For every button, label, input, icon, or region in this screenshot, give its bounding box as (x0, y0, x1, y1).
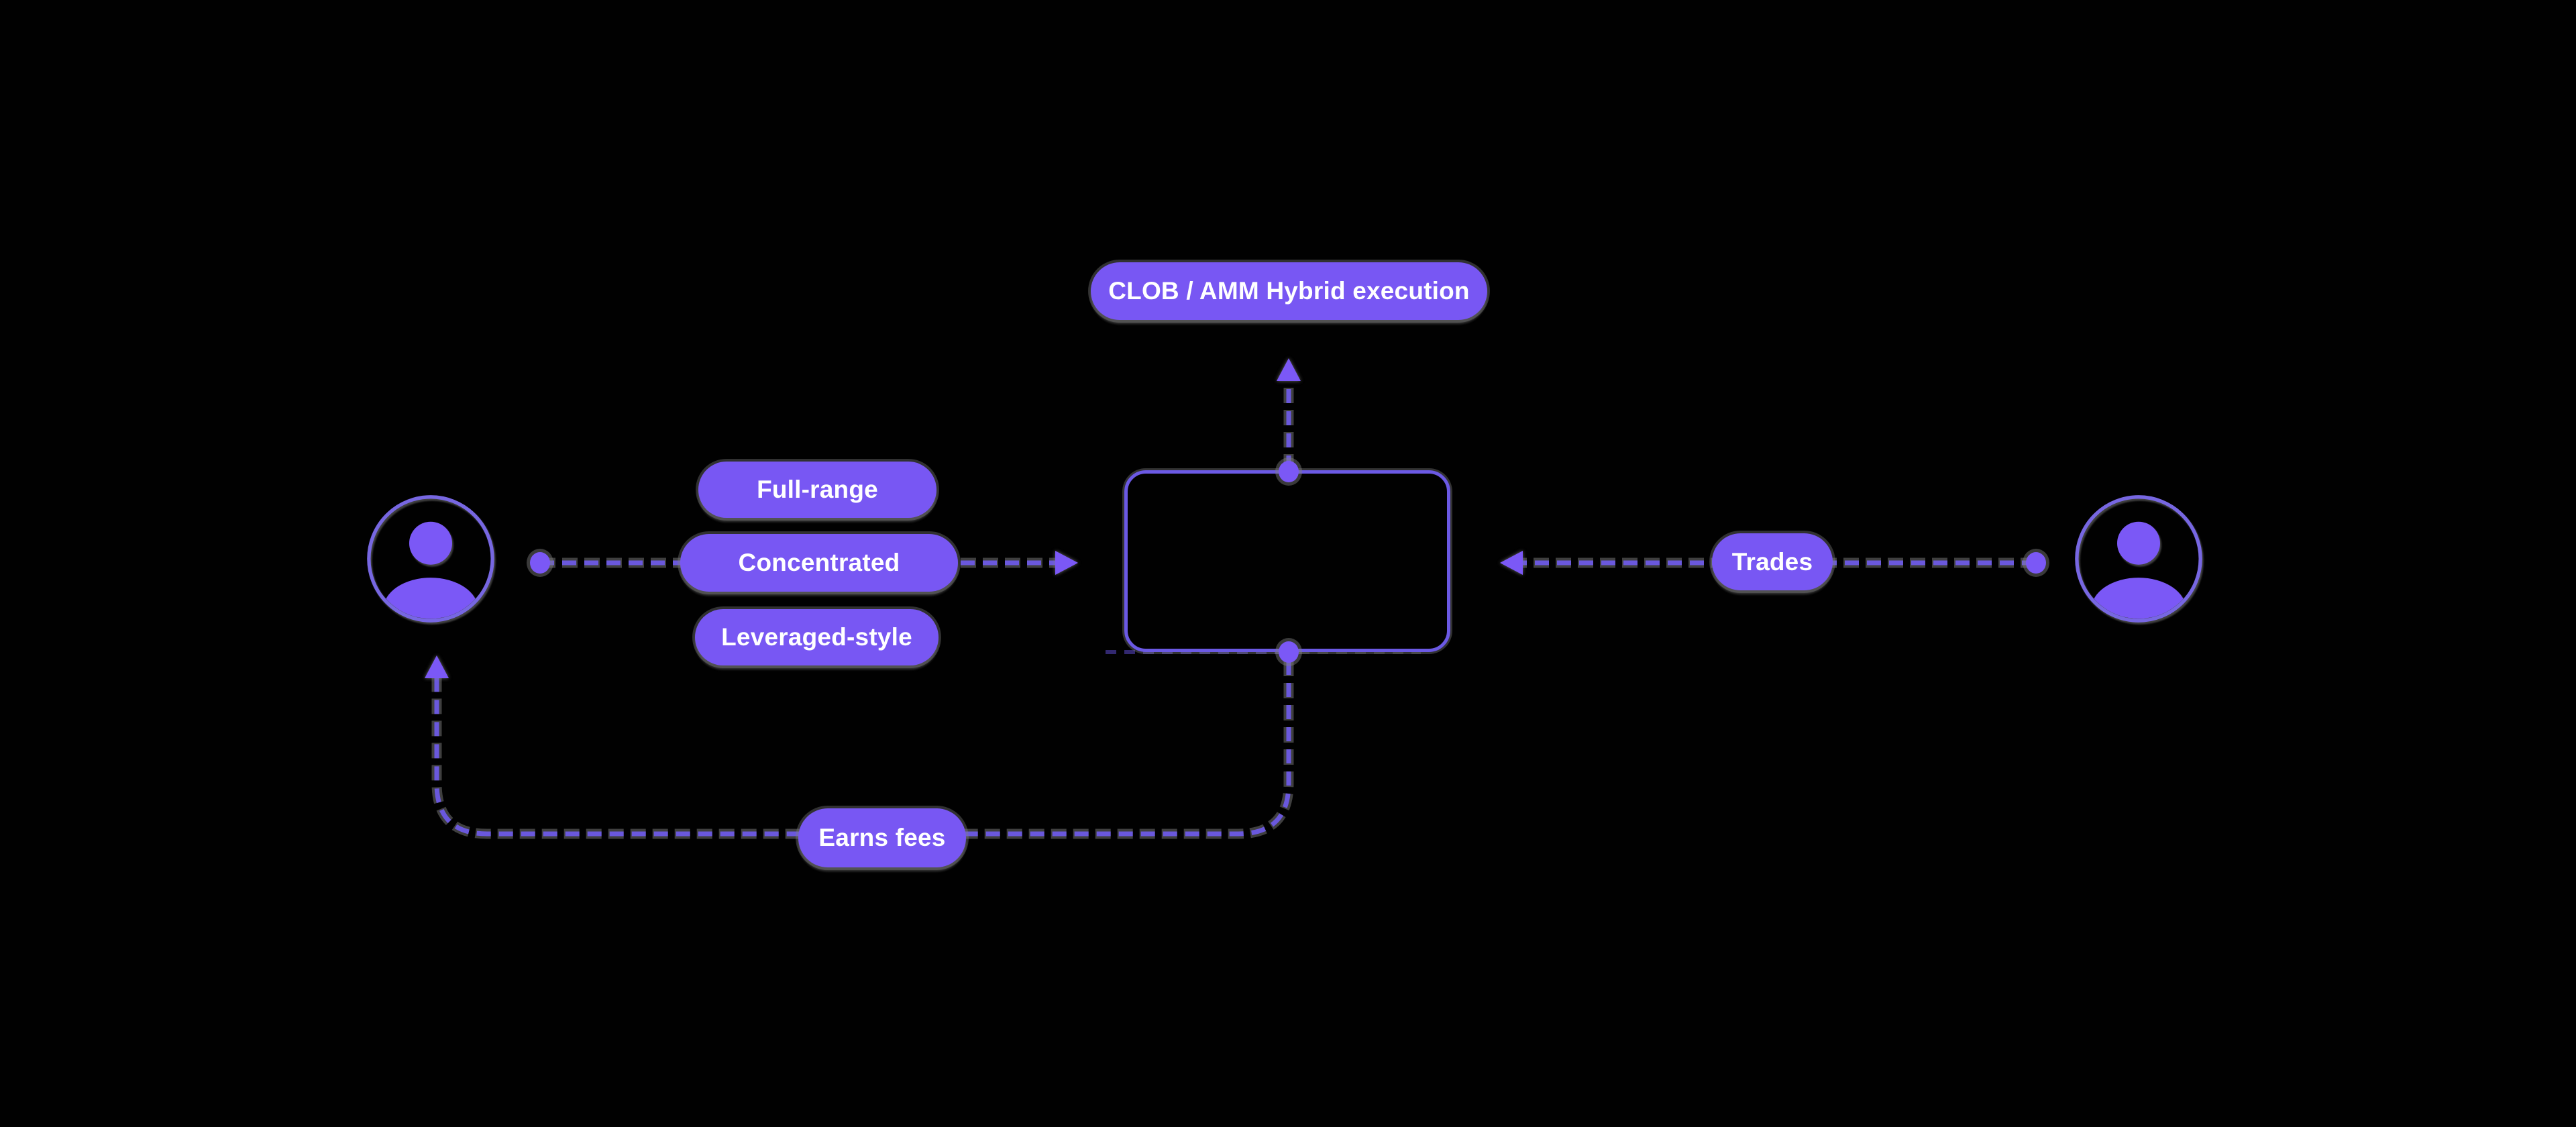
pill-label: Trades (1731, 547, 1813, 576)
pill-trades[interactable]: Trades (1712, 533, 1833, 590)
arrow-left-icon (1500, 551, 1523, 575)
pool-box-node[interactable] (1124, 470, 1450, 652)
pill-label: Concentrated (738, 549, 900, 576)
pill-concentrated[interactable]: Concentrated (680, 534, 958, 592)
pill-label: Full-range (757, 476, 878, 503)
pill-clob-amm-hybrid[interactable]: CLOB / AMM Hybrid execution (1091, 262, 1487, 320)
pool-top-handle[interactable] (1279, 461, 1299, 482)
arrow-right-icon (1055, 551, 1078, 575)
user-icon (367, 495, 494, 623)
arrow-up-icon (1277, 358, 1301, 381)
pool-bottom-handle[interactable] (1279, 641, 1299, 663)
pill-label: Leveraged-style (721, 623, 912, 651)
user-icon (2075, 495, 2202, 623)
pill-label: CLOB / AMM Hybrid execution (1108, 277, 1470, 305)
lp-avatar-node[interactable] (366, 494, 496, 624)
arrow-up-icon (425, 655, 449, 678)
pill-label: Earns fees (818, 824, 946, 851)
pill-earns-fees[interactable]: Earns fees (798, 808, 966, 867)
pill-leveraged-style[interactable]: Leveraged-style (695, 609, 938, 665)
lp-edge-dot[interactable] (530, 552, 550, 574)
trader-edge-dot[interactable] (2026, 552, 2046, 574)
trader-avatar-node[interactable] (2074, 494, 2204, 624)
pill-full-range[interactable]: Full-range (698, 462, 936, 518)
